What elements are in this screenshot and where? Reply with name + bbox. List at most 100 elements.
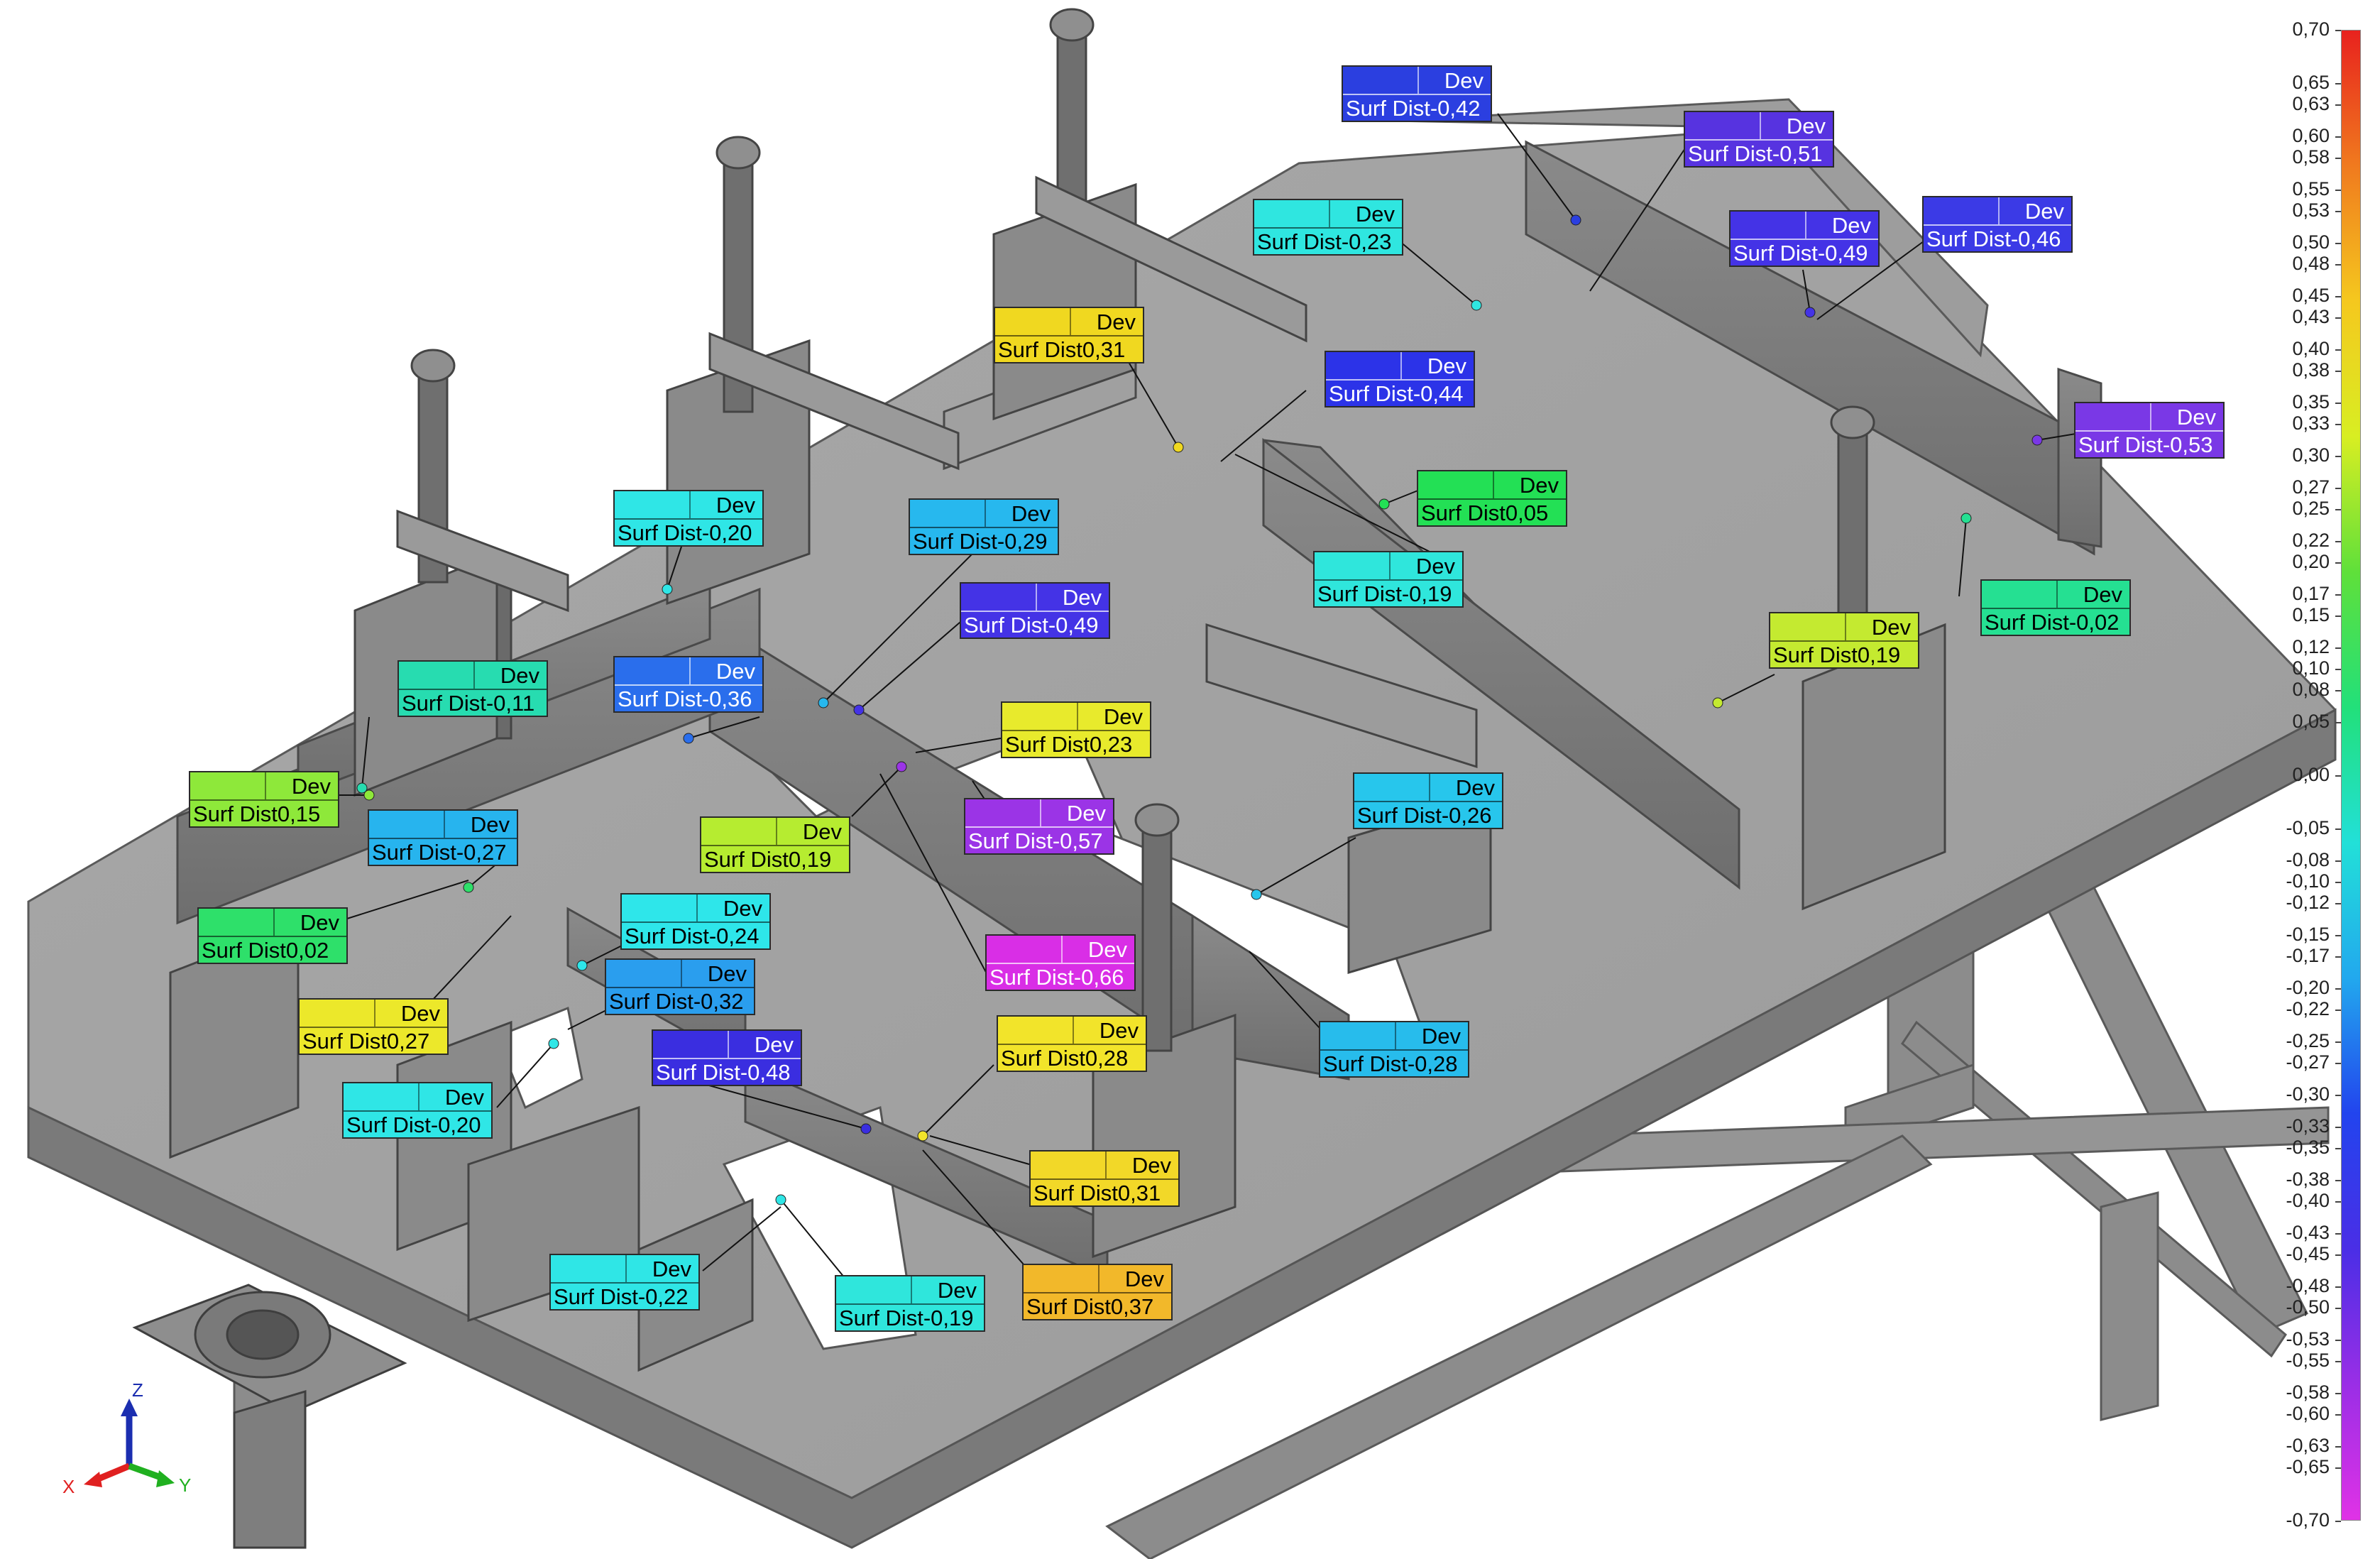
- pillow-block-bearing: [132, 1284, 407, 1549]
- callout-label: Surf Dist: [913, 529, 997, 554]
- x-axis-label: X: [62, 1476, 75, 1494]
- color-scale-tick: [2335, 1095, 2341, 1096]
- color-scale-tick-label: -0,70: [2286, 1509, 2330, 1531]
- color-scale-tick-label: -0,10: [2286, 870, 2330, 892]
- callout-label: Surf Dist: [618, 520, 702, 545]
- callout-label: Surf Dist: [1329, 381, 1413, 406]
- callout-label: Surf Dist: [1733, 241, 1818, 266]
- color-scale-tick-label: -0,15: [2286, 924, 2330, 945]
- callout-value: -0,11: [486, 691, 535, 716]
- color-scale-tick: [2335, 1254, 2341, 1256]
- color-scale-tick: [2335, 1467, 2341, 1469]
- color-scale-tick: [2335, 860, 2341, 862]
- color-scale-tick: [2335, 1340, 2341, 1341]
- color-scale-tick: [2335, 1286, 2341, 1288]
- callout-header: Dev: [1066, 801, 1106, 826]
- callout-value: -0,20: [430, 1112, 481, 1137]
- callout-header: Dev: [1421, 1024, 1461, 1049]
- color-scale-tick: [2335, 136, 2341, 138]
- color-scale-tick-label: -0,35: [2286, 1137, 2330, 1158]
- callout-label: Surf Dist: [1688, 141, 1772, 166]
- callout-value: 0,31: [1117, 1181, 1161, 1205]
- callout-header: Dev: [1831, 213, 1871, 238]
- color-scale-tick-label: -0,48: [2286, 1275, 2330, 1296]
- callout-label: Surf Dist: [609, 989, 693, 1014]
- color-scale-tick-label: -0,40: [2286, 1190, 2330, 1211]
- callout-header: Dev: [1355, 202, 1395, 226]
- color-scale-tick: [2335, 722, 2341, 723]
- callout-value: -0,19: [923, 1306, 974, 1330]
- callout-value: -0,44: [1413, 381, 1464, 406]
- callout-label: Surf Dist: [1257, 229, 1342, 254]
- color-scale-tick-label: 0,25: [2292, 498, 2330, 519]
- callout-value: -0,32: [693, 989, 744, 1014]
- color-scale-tick-label: -0,50: [2286, 1296, 2330, 1318]
- callout-header: Dev: [1871, 615, 1911, 640]
- color-scale-tick: [2335, 1521, 2341, 1522]
- callout-header: Dev: [1786, 114, 1826, 138]
- color-scale-tick-label: -0,38: [2286, 1169, 2330, 1190]
- callout-label: Surf Dist: [968, 828, 1053, 853]
- color-scale-tick: [2335, 488, 2341, 489]
- color-scale-tick: [2335, 988, 2341, 990]
- callout-label: Surf Dist: [1773, 642, 1858, 667]
- callout-header: Dev: [802, 819, 842, 844]
- color-scale-tick-label: 0,08: [2292, 679, 2330, 700]
- callout-header: Dev: [2176, 405, 2216, 430]
- callout-header: Dev: [1103, 704, 1143, 729]
- color-scale-tick: [2335, 616, 2341, 617]
- callout-label: Surf Dist: [1421, 500, 1506, 525]
- callout-label: Surf Dist: [964, 613, 1048, 638]
- color-scale-tick-label: 0,00: [2292, 764, 2330, 785]
- color-scale-tick-label: 0,20: [2292, 551, 2330, 572]
- callout-header: Dev: [400, 1001, 440, 1026]
- callout-value: -0,49: [1048, 613, 1099, 638]
- callout-value: 0,28: [1085, 1046, 1129, 1071]
- axis-triad: Z X Y: [62, 1381, 191, 1494]
- callout-header: Dev: [937, 1278, 977, 1303]
- color-scale-tick-label: -0,17: [2286, 945, 2330, 966]
- callout-header: Dev: [754, 1032, 794, 1057]
- color-scale-tick: [2335, 562, 2341, 564]
- color-scale-tick-label: -0,22: [2286, 998, 2330, 1019]
- color-scale-tick-label: -0,12: [2286, 892, 2330, 913]
- color-scale-tick: [2335, 30, 2341, 31]
- color-scale-tick-label: 0,35: [2292, 391, 2330, 412]
